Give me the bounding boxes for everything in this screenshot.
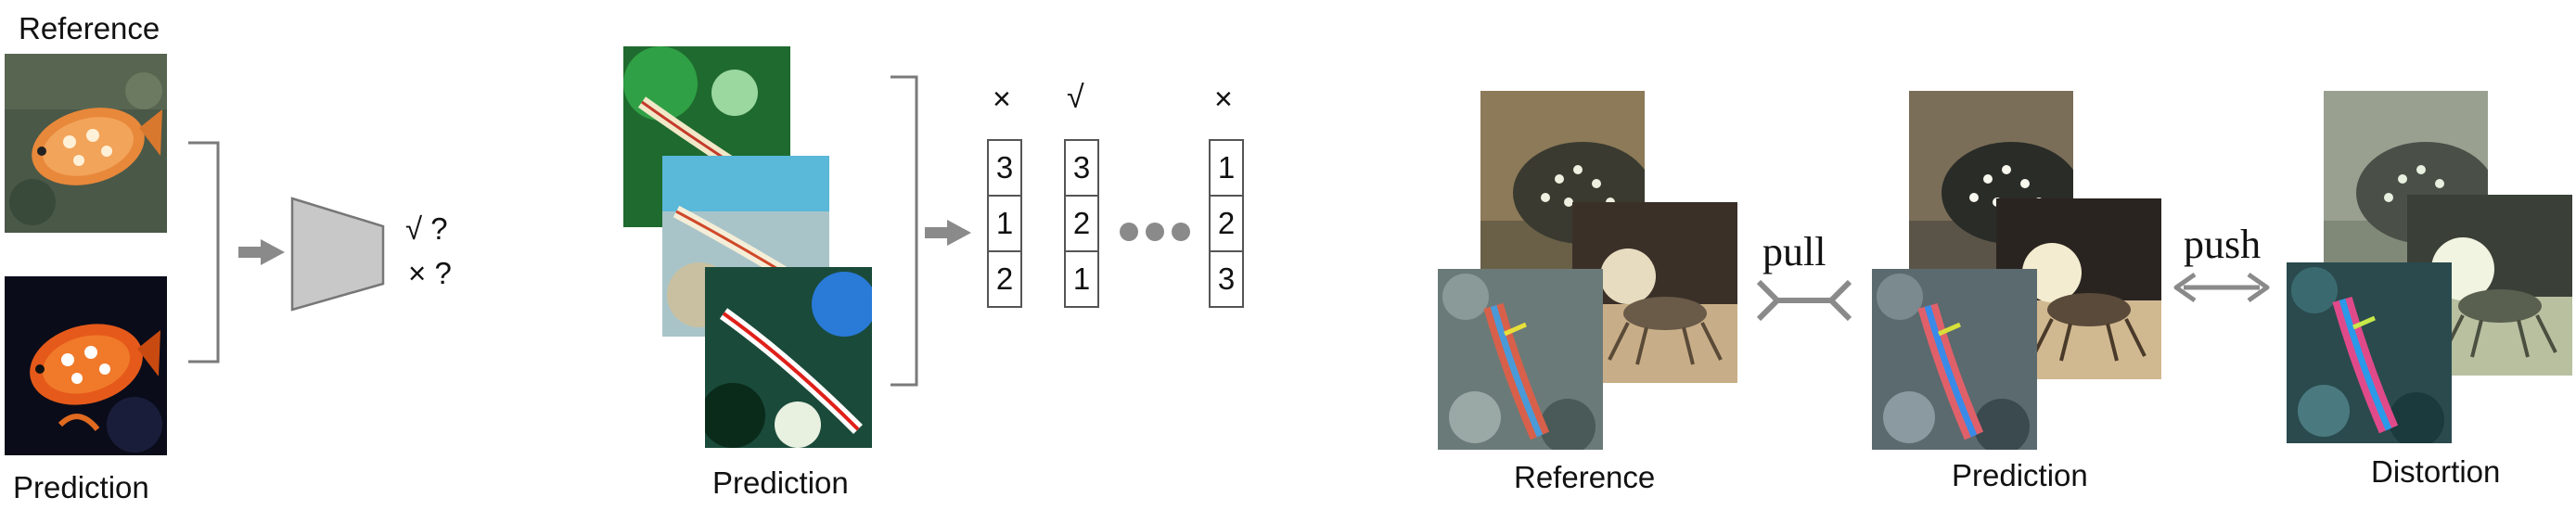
- panel-b-connectors: [891, 75, 971, 387]
- fish-prediction-image: [5, 276, 167, 455]
- fish-reference-image: [5, 54, 167, 233]
- fish-prediction-stack-3: [705, 267, 872, 448]
- encoder-trapezoid: [290, 197, 385, 312]
- pull-label: pull: [1762, 229, 1826, 274]
- column-1-cell-3: 2: [987, 250, 1022, 308]
- panel-c-distortion-label: Distortion: [2371, 454, 2501, 489]
- panel-a-reference-label: Reference: [19, 11, 160, 45]
- panel-b-arrow: [925, 220, 971, 246]
- column-1-mark: ×: [993, 82, 1011, 117]
- panel-c-reference-label: Reference: [1514, 460, 1656, 494]
- wrasse-distortion-image: [2287, 262, 2452, 443]
- column-1-cell-2: 1: [987, 195, 1022, 252]
- panel-a-prediction-label: Prediction: [13, 470, 149, 504]
- panel-a-arrow: [238, 239, 285, 265]
- panel-a-cross-question: × ?: [408, 256, 452, 290]
- column-3-cell-2: 2: [1209, 195, 1244, 252]
- column-1-cell-1: 3: [987, 139, 1022, 197]
- wrasse-reference-image: [1438, 269, 1603, 450]
- panel-b-prediction-label: Prediction: [712, 465, 849, 500]
- column-3-cell-1: 1: [1209, 139, 1244, 197]
- column-2-cell-1: 3: [1064, 139, 1099, 197]
- column-2-cell-2: 2: [1064, 195, 1099, 252]
- panel-a-bracket: [188, 141, 220, 363]
- panel-b-bracket: [891, 75, 918, 387]
- panel-c-prediction-label: Prediction: [1952, 458, 2088, 492]
- column-3-cell-3: 3: [1209, 250, 1244, 308]
- push-label: push: [2184, 222, 2262, 267]
- panel-a-connectors: [188, 141, 385, 363]
- ellipsis-dots: [1120, 223, 1190, 241]
- wrasse-prediction-image: [1872, 269, 2037, 450]
- pull-icon: [1756, 279, 1852, 322]
- panel-a-check-question: √ ?: [405, 211, 448, 246]
- column-2-cell-3: 1: [1064, 250, 1099, 308]
- column-2-mark: √: [1067, 80, 1084, 115]
- column-3-mark: ×: [1214, 82, 1233, 117]
- push-icon: [2173, 272, 2270, 303]
